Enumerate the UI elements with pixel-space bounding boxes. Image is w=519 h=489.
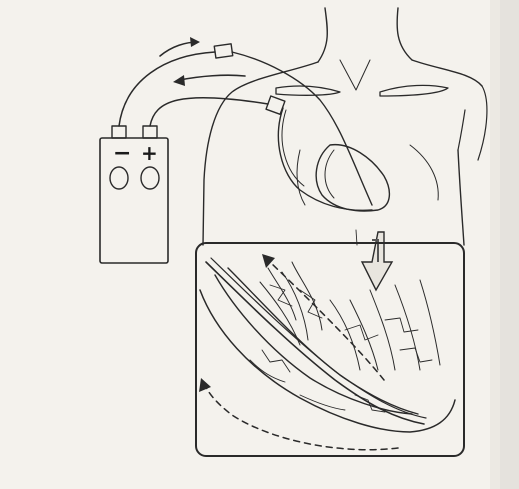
upper-lead-connector xyxy=(214,44,233,58)
positive-terminal-label: + xyxy=(141,141,158,165)
pulse-generator: − + xyxy=(100,126,168,263)
positive-dial xyxy=(141,167,159,189)
page-edge-shading xyxy=(490,0,519,489)
curved-arrow-left-icon xyxy=(173,75,245,86)
negative-dial xyxy=(110,167,128,189)
curved-arrow-right-icon xyxy=(160,37,200,56)
magnified-heart-inset xyxy=(196,243,464,456)
down-arrow-icon xyxy=(362,232,392,290)
negative-terminal-label: − xyxy=(113,141,131,166)
dashed-curved-arrow-icon xyxy=(199,378,398,450)
heart-outline xyxy=(316,145,389,211)
